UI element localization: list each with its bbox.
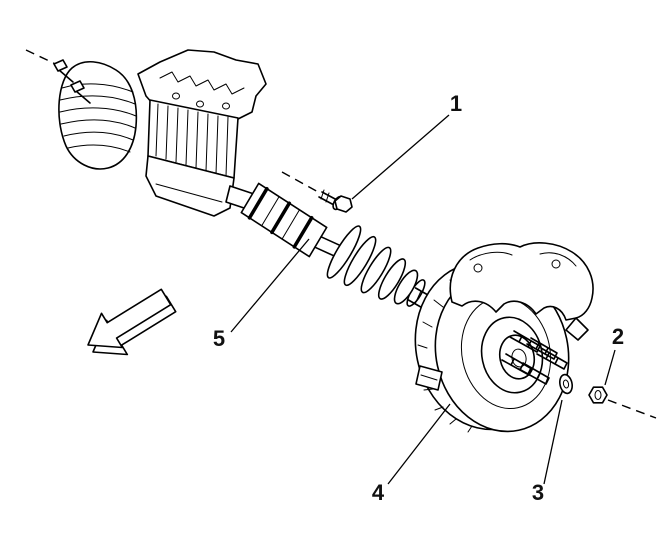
bracket-hole <box>551 259 561 269</box>
differential-cover <box>58 61 138 170</box>
diff-bolt-1-head <box>53 59 68 72</box>
case-lower <box>145 155 235 217</box>
rotor-hub-assembly <box>414 242 594 433</box>
hub-nut <box>588 386 608 404</box>
washer-hole <box>562 379 570 389</box>
bolt-axis-dash <box>281 171 321 194</box>
bracket-hole <box>473 263 483 273</box>
diff-bolt-2-head <box>70 80 85 93</box>
nut-bore <box>594 390 602 400</box>
wheel-stud <box>501 353 533 376</box>
callout-2-leader <box>604 349 616 386</box>
callout-1-leader <box>351 114 450 200</box>
bracket-ear <box>565 317 589 341</box>
arrow-face <box>87 288 172 349</box>
case-lower-line <box>155 183 223 203</box>
callout-2-label: 2 <box>612 324 624 349</box>
bracket-teeth <box>159 71 245 95</box>
washer-outer <box>559 373 573 395</box>
wheel-stud <box>518 362 550 385</box>
bracket-hole <box>222 102 230 110</box>
boot-clamps-thick <box>247 186 314 249</box>
callout-4-leader <box>387 403 451 485</box>
boot-ring-1 <box>326 225 362 279</box>
diff-bolt-2 <box>75 90 91 104</box>
callout-3-label: 3 <box>532 480 544 505</box>
callout-4-label: 4 <box>372 480 385 505</box>
caliper-bracket <box>449 242 594 321</box>
callout-5-leader <box>230 238 310 333</box>
direction-arrow-icon <box>87 288 177 356</box>
wheel-stud <box>509 330 541 353</box>
washer <box>559 373 573 395</box>
boot-clamps-thin <box>261 196 300 240</box>
diff-bolt-1 <box>58 69 74 83</box>
cover-fins <box>59 83 137 153</box>
axle-shaft-assembly <box>240 182 463 327</box>
inner-cv-joint <box>240 182 328 258</box>
centerline-dash-bottom-right <box>607 399 657 419</box>
callout-3-leader <box>543 399 563 485</box>
boot-ring-5 <box>393 269 419 305</box>
differential-assembly <box>53 49 267 217</box>
case-ribs <box>155 103 229 177</box>
boot-ring-3 <box>360 246 392 294</box>
callout-5-label: 5 <box>213 326 225 351</box>
bolt-threads <box>320 189 330 203</box>
boot-ring-2 <box>343 235 377 287</box>
bracket-hole <box>196 100 204 108</box>
nut-hex <box>588 386 608 404</box>
wheel-stud <box>536 347 568 370</box>
axle-bolt <box>318 189 353 213</box>
caliper-bracket-detail <box>469 251 577 267</box>
bracket-hole <box>172 92 180 100</box>
rotor-tab-line <box>420 374 438 381</box>
boot-ring-4 <box>377 258 407 300</box>
bolt-head <box>334 195 353 213</box>
callout-1-label: 1 <box>450 91 462 116</box>
